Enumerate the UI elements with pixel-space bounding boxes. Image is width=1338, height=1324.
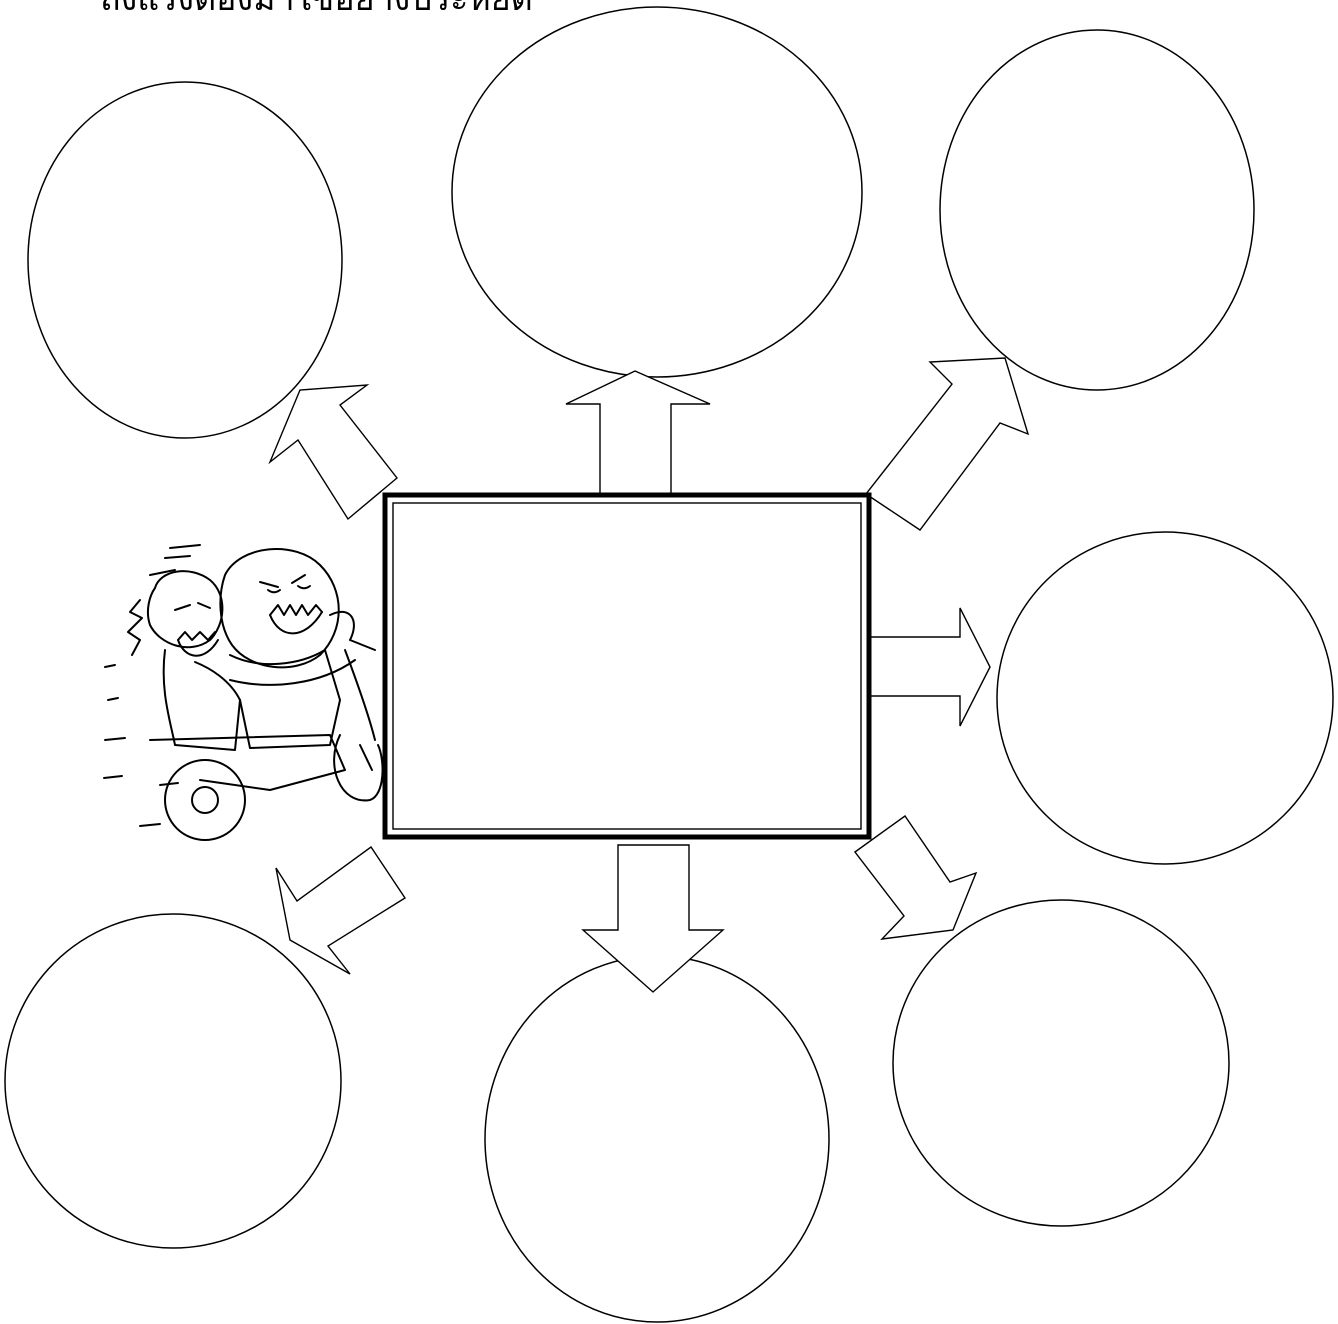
bubble-bottom-right <box>893 900 1229 1226</box>
arrow-up <box>566 371 710 497</box>
bubble-top-right <box>940 30 1254 390</box>
bubble-bottom-left <box>5 914 341 1248</box>
arrow-down-left <box>276 847 405 974</box>
bubble-top-left <box>28 82 342 438</box>
bubble-top-center <box>452 7 862 377</box>
arrow-down-right <box>855 816 976 939</box>
center-box-outer <box>385 495 869 837</box>
bubble-middle-right <box>997 532 1333 864</box>
motorcycle-riders-sketch-icon <box>104 545 383 840</box>
arrow-up-left <box>270 385 397 519</box>
arrow-right <box>870 608 990 726</box>
bubble-bottom-center <box>485 956 829 1322</box>
arrow-up-right <box>866 358 1028 530</box>
